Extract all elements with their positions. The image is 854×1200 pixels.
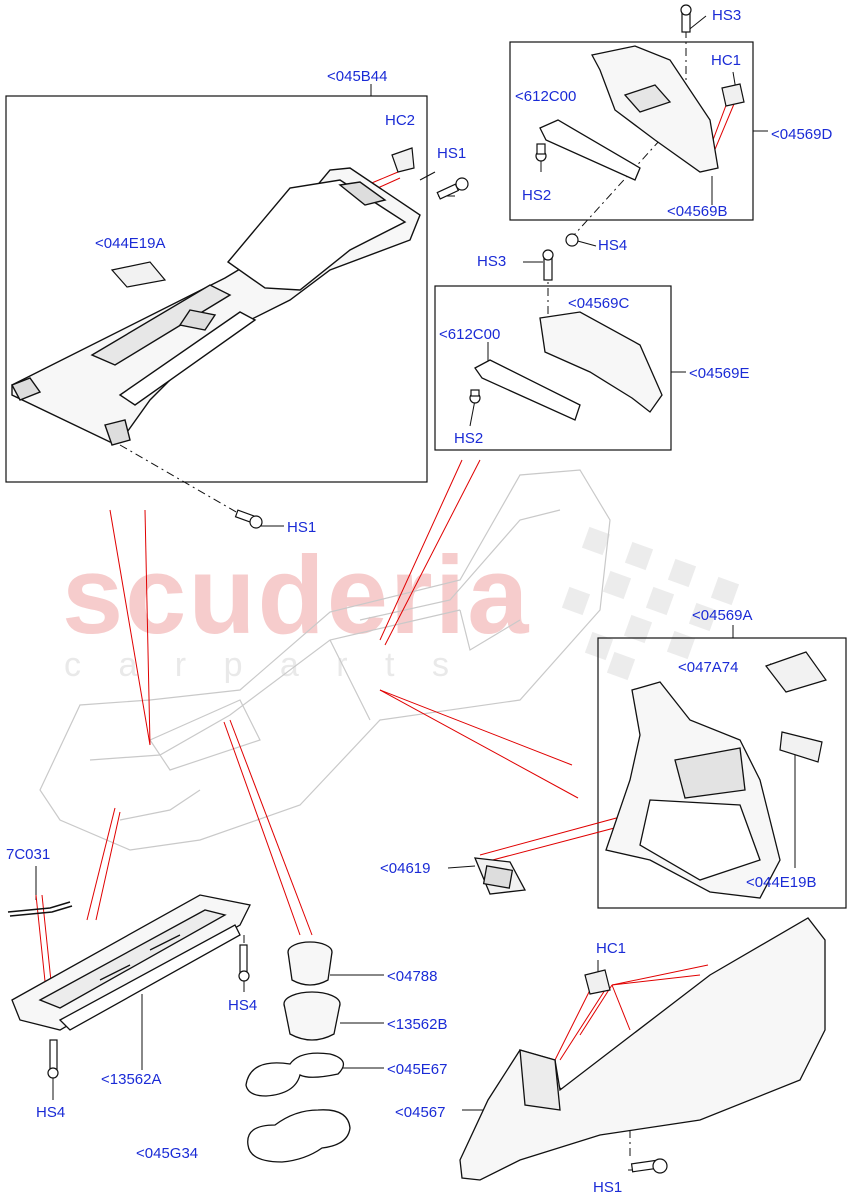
label-04569A: <04569A <box>692 607 753 624</box>
screw-hs2-top <box>535 143 547 162</box>
label-hs1-mid: HS1 <box>287 519 317 536</box>
screw-hs3-mid <box>542 249 554 281</box>
screw-hs1-bot <box>630 1158 668 1174</box>
label-04569D: <04569D <box>771 126 833 143</box>
label-044E19B: <044E19B <box>746 874 817 891</box>
label-04569E: <04569E <box>689 365 750 382</box>
label-047A74: <047A74 <box>678 659 739 676</box>
box-045B44 <box>5 95 428 483</box>
armrest-04569C <box>474 311 663 421</box>
cover-047A74 <box>765 651 827 693</box>
label-hs3-mid: HS3 <box>477 253 507 270</box>
label-hs4-left: HS4 <box>36 1104 66 1121</box>
label-04569B: <04569B <box>667 203 728 220</box>
label-hc1-top: HC1 <box>711 52 742 69</box>
bin-04569A <box>605 681 781 899</box>
screw-hs1-mid <box>234 509 263 529</box>
watermark-subtext: c a r p a r t s <box>64 646 463 684</box>
console-side-04567 <box>459 917 826 1181</box>
bracket-7C031 <box>7 901 73 917</box>
label-hc1-bot: HC1 <box>596 940 627 957</box>
clip-hc2 <box>391 147 415 173</box>
screw-hs1-top <box>436 177 469 200</box>
label-hs4-top: HS4 <box>598 237 628 254</box>
label-044E19A: <044E19A <box>95 235 166 252</box>
cover-044E19A <box>110 261 167 288</box>
label-04619: <04619 <box>380 860 431 877</box>
tray-13562A <box>11 894 251 1031</box>
label-612C00-mid: <612C00 <box>439 326 501 343</box>
screw-hs4-top <box>565 233 579 247</box>
label-hc2: HC2 <box>385 112 416 129</box>
label-13562A: <13562A <box>101 1071 162 1088</box>
clip-hc1-bot <box>584 969 611 995</box>
box-04569E <box>434 285 672 451</box>
watermark-text: scuderia <box>62 534 531 657</box>
screw-hs4-left <box>47 1039 59 1079</box>
center-console-top <box>11 167 421 446</box>
screw-hs2-mid <box>469 389 481 404</box>
bracket-044E19B <box>779 731 823 763</box>
flag-watermark <box>561 526 740 681</box>
label-hs2-top: HS2 <box>522 187 552 204</box>
label-hs2-mid: HS2 <box>454 430 484 447</box>
label-hs1-top: HS1 <box>437 145 467 162</box>
label-13562B: <13562B <box>387 1016 448 1033</box>
label-hs4-mid: HS4 <box>228 997 258 1014</box>
label-7C031: 7C031 <box>6 846 51 863</box>
label-hs3-top: HS3 <box>712 7 742 24</box>
mat-045E67 <box>245 1052 345 1097</box>
mat-045G34 <box>247 1109 351 1163</box>
cup-13562B <box>283 991 341 1041</box>
label-612C00-top: <612C00 <box>515 88 577 105</box>
console-ghost <box>39 469 611 851</box>
screw-hs3-top <box>680 4 692 33</box>
label-045B44: <045B44 <box>327 68 388 85</box>
label-045E67: <045E67 <box>387 1061 448 1078</box>
clip-hc1-top <box>721 83 745 107</box>
box-04569A <box>597 637 847 909</box>
armrest-04569D <box>539 45 719 181</box>
label-04567: <04567 <box>395 1104 446 1121</box>
cup-04788 <box>287 941 333 986</box>
switch-04619 <box>473 857 527 895</box>
label-045G34: <045G34 <box>136 1145 199 1162</box>
label-hs1-bot: HS1 <box>593 1179 623 1196</box>
label-04569C: <04569C <box>568 295 630 312</box>
label-04788: <04788 <box>387 968 438 985</box>
screw-hs4-mid <box>238 944 250 982</box>
